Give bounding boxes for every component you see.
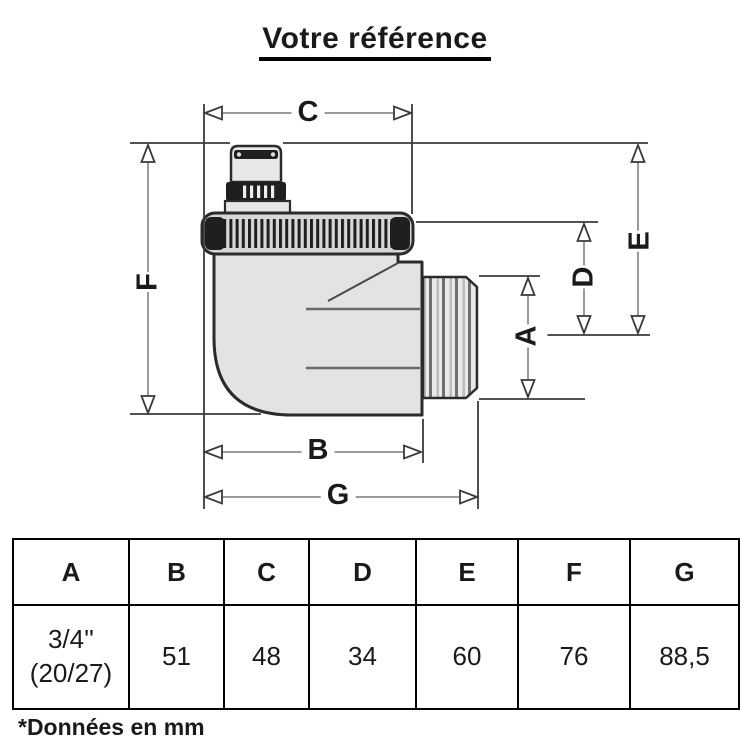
dim-label-f: F — [127, 272, 169, 292]
extension-lines — [130, 104, 650, 509]
value-cell-f: 76 — [517, 604, 631, 710]
dim-label-a: A — [506, 324, 548, 348]
dimension-arrowheads — [140, 105, 646, 505]
dim-label-e: E — [619, 230, 661, 252]
value-cell-b: 51 — [128, 604, 225, 710]
dim-label-d: D — [563, 265, 605, 289]
spec-table-header-row: A B C D E F G — [12, 538, 740, 606]
page-title: Votre référence — [259, 22, 491, 61]
value-cell-a: 3/4'' (20/27) — [12, 604, 130, 710]
header-cell-f: F — [517, 538, 631, 606]
value-cell-d: 34 — [308, 604, 417, 710]
spec-table-value-row: 3/4'' (20/27) 51 48 34 60 76 88,5 — [12, 604, 740, 710]
header-cell-g: G — [629, 538, 740, 606]
header-cell-d: D — [308, 538, 417, 606]
value-cell-g: 88,5 — [629, 604, 740, 710]
dim-label-b: B — [301, 434, 335, 466]
valve-dimension-diagram: C F E D A B G — [127, 96, 661, 511]
header-cell-e: E — [415, 538, 519, 606]
header-cell-c: C — [223, 538, 310, 606]
page-title-wrap: Votre référence — [0, 22, 750, 61]
spec-table: A B C D E F G 3/4'' (20/27) 51 48 34 60 … — [12, 538, 740, 710]
valve-shapes — [200, 144, 479, 417]
header-cell-b: B — [128, 538, 225, 606]
value-cell-e: 60 — [415, 604, 519, 710]
dim-label-g: G — [320, 479, 356, 511]
footnote: *Données en mm — [18, 714, 205, 740]
value-cell-c: 48 — [223, 604, 310, 710]
header-cell-a: A — [12, 538, 130, 606]
dim-label-c: C — [291, 96, 325, 128]
valve-drawing — [130, 104, 650, 509]
